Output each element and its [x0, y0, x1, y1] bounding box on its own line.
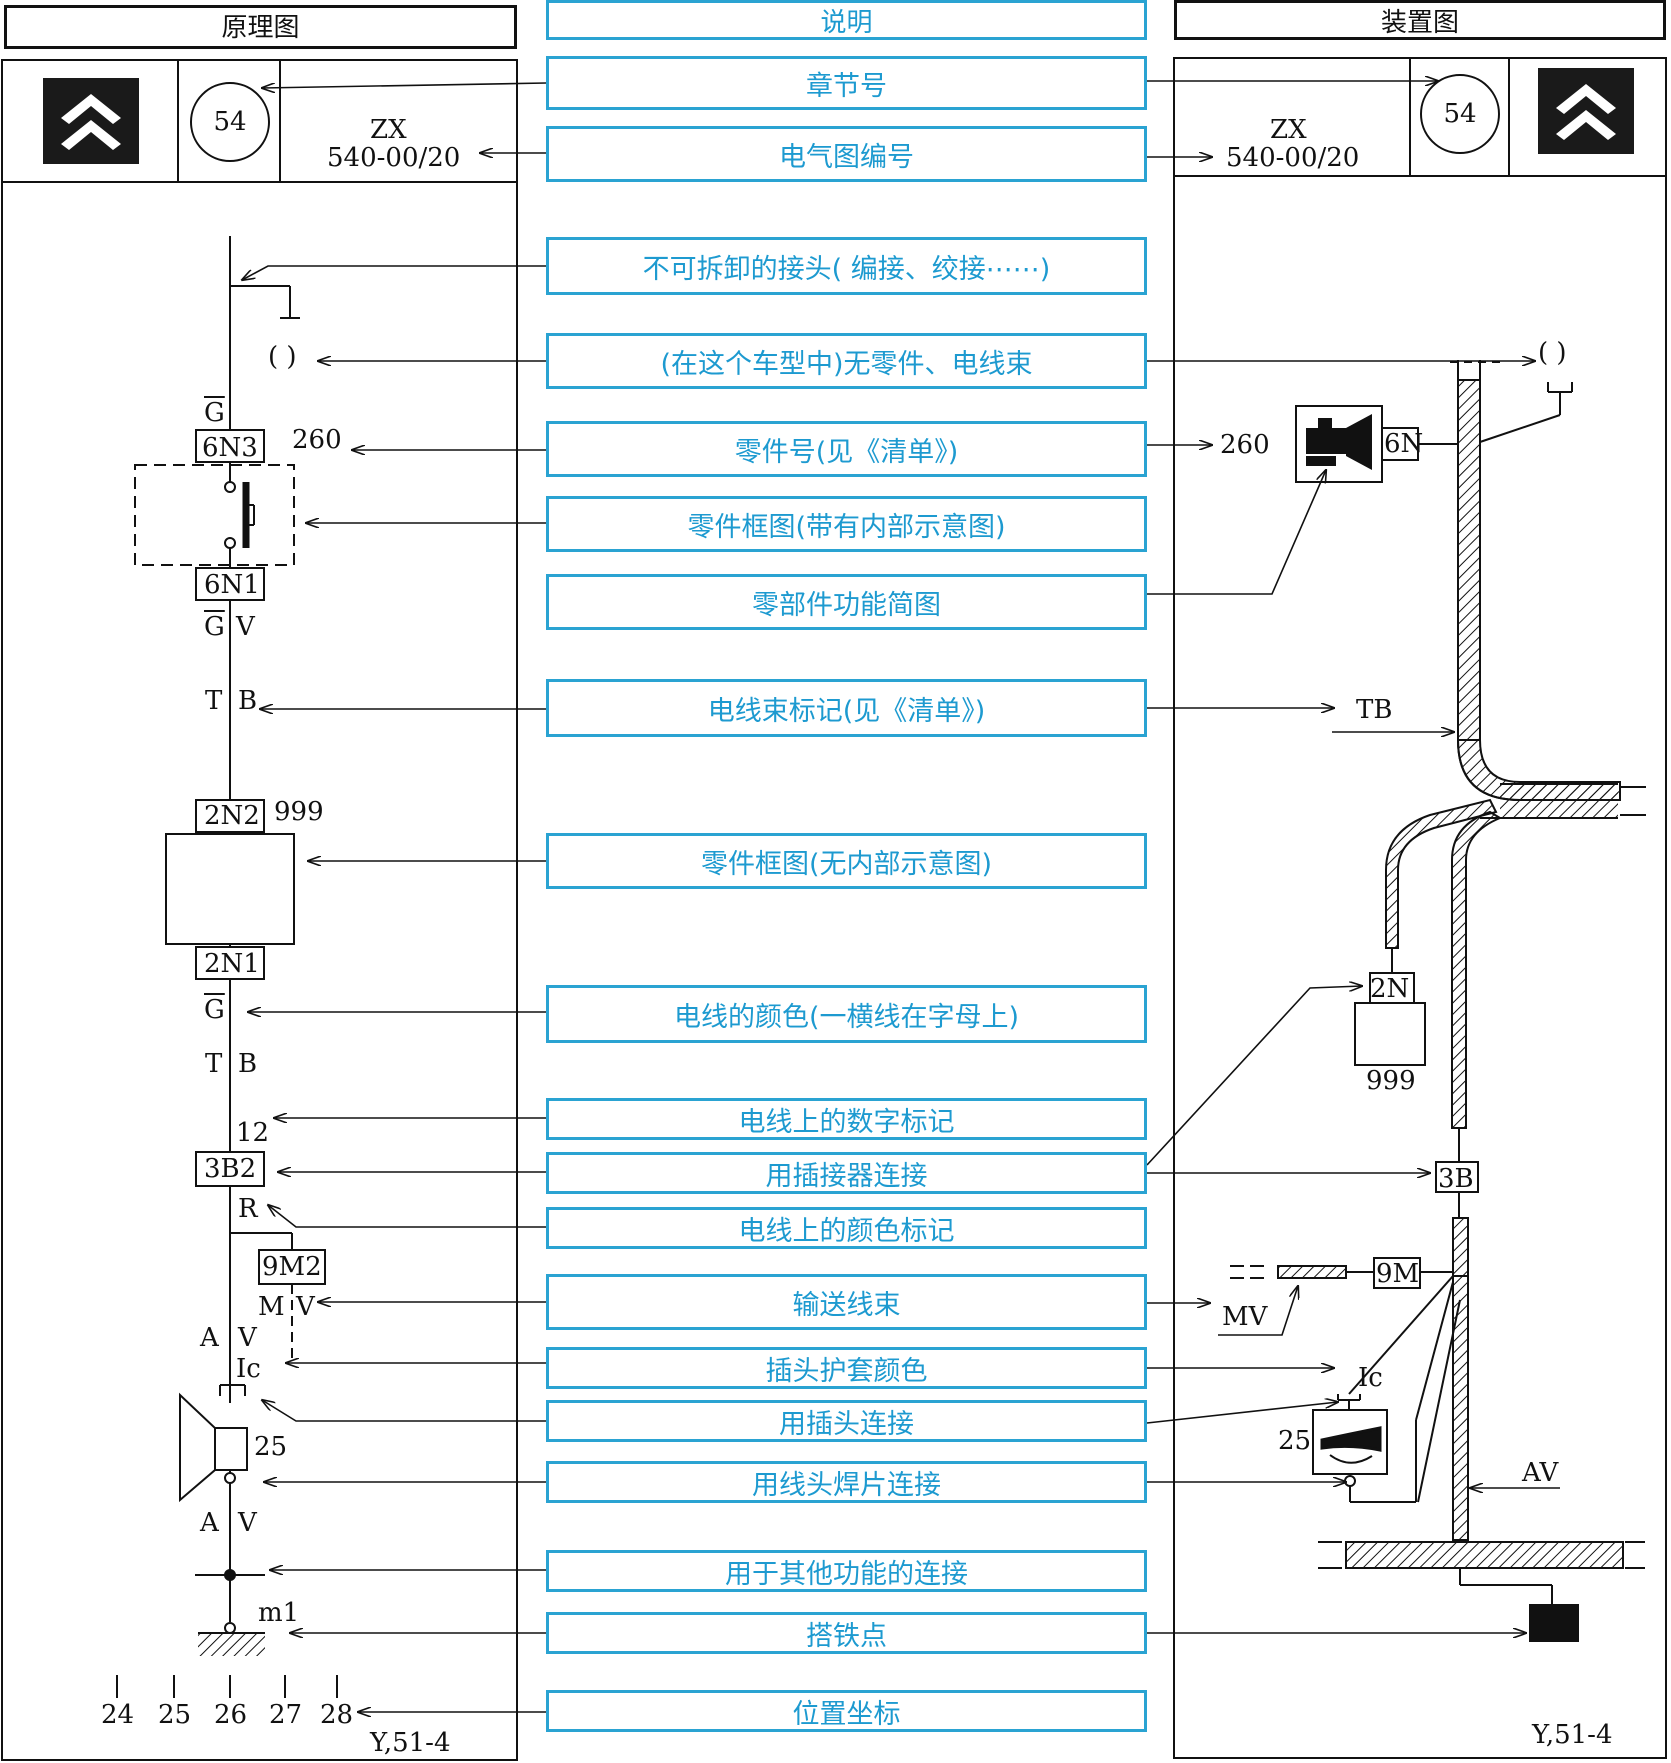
left-schematic	[116, 236, 338, 1698]
connector-6n3: 6N3	[202, 433, 258, 463]
chevron-logo-icon	[61, 94, 121, 150]
callout-other-function: 用于其他功能的连接	[546, 1550, 1147, 1592]
chapter-number-left: 54	[190, 82, 270, 162]
wire-color-mid: G	[204, 995, 225, 1025]
harness-av: AV	[1522, 1458, 1559, 1488]
page-ref-left: Y,51-4	[370, 1728, 451, 1758]
left-panel-frame	[1, 59, 518, 1761]
callout-drawing-code: 电气图编号	[546, 126, 1147, 182]
optional-part-right: ( )	[1538, 338, 1567, 368]
page-ref-right: Y,51-4	[1532, 1720, 1613, 1750]
wire-color-gv-g: G	[204, 612, 225, 642]
harness-b2: B	[238, 1049, 258, 1079]
coordinate-27: 27	[269, 1700, 303, 1730]
coordinate-25: 25	[158, 1700, 192, 1730]
part-25-left: 25	[254, 1432, 288, 1462]
callout-function-sketch: 零部件功能简图	[546, 574, 1147, 630]
connector-3b2: 3B2	[204, 1154, 257, 1184]
coordinate-24: 24	[101, 1700, 135, 1730]
callout-permanent-joint: 不可拆卸的接头( 编接、绞接⋯⋯)	[546, 237, 1147, 295]
harness-mv: MV	[1222, 1302, 1268, 1332]
wire-a: A	[200, 1323, 219, 1353]
header-left: 原理图	[4, 5, 517, 49]
callout-part-box-plain: 零件框图(无内部示意图)	[546, 833, 1147, 889]
callout-wire-color-mark: 电线上的颜色标记	[546, 1207, 1147, 1249]
buzzer-symbol	[1306, 414, 1372, 470]
boot-color-left: Ic	[236, 1354, 261, 1384]
right-harness	[1230, 360, 1646, 1569]
part-999-left: 999	[274, 797, 324, 827]
callout-no-part: (在这个车型中)无零件、电线束	[546, 333, 1147, 389]
callout-part-number: 零件号(见《清单》)	[546, 421, 1147, 477]
connector-3b: 3B	[1438, 1164, 1474, 1194]
part-999-right: 999	[1366, 1066, 1416, 1096]
wire-number-12: 12	[236, 1118, 270, 1148]
connector-2n: 2N	[1370, 974, 1410, 1004]
drawing-code-left-1: ZX	[370, 115, 407, 145]
drawing-code-left-2: 540-00/20	[327, 143, 461, 173]
header-middle: 说明	[546, 0, 1147, 40]
connector-6n1: 6N1	[204, 570, 260, 600]
callout-wire-number: 电线上的数字标记	[546, 1098, 1147, 1140]
drawing-code-right-1: ZX	[1270, 115, 1307, 145]
part-25-right: 25	[1278, 1426, 1312, 1456]
color-mark-r: R	[238, 1194, 258, 1224]
drawing-code-right-2: 540-00/20	[1226, 143, 1360, 173]
connector-9m: 9M	[1376, 1259, 1420, 1289]
callout-lug-connection: 用线头焊片连接	[546, 1461, 1147, 1503]
connector-9m2: 9M2	[262, 1252, 322, 1282]
callout-chapter-number: 章节号	[546, 56, 1147, 110]
connector-2n2: 2N2	[204, 801, 260, 831]
brand-logo-left	[43, 78, 139, 164]
callout-ground-point: 搭铁点	[546, 1612, 1147, 1654]
chevron-logo-icon	[1556, 84, 1616, 140]
right-connectors	[1295, 382, 1579, 1642]
connector-2n1: 2N1	[204, 949, 260, 979]
harness-b: B	[238, 686, 258, 716]
harness-m: M	[258, 1292, 285, 1322]
callout-wire-color: 电线的颜色(一横线在字母上)	[546, 985, 1147, 1043]
callout-part-box-internal: 零件框图(带有内部示意图)	[546, 496, 1147, 552]
callout-connector: 用插接器连接	[546, 1152, 1147, 1194]
ground-point-m1: m1	[258, 1598, 300, 1628]
brand-logo-right	[1538, 68, 1634, 154]
callout-harness-mark: 电线束标记(见《清单》)	[546, 679, 1147, 737]
right-panel-frame	[1173, 57, 1667, 1759]
callout-transfer-harness: 输送线束	[546, 1274, 1147, 1330]
optional-part-left: ( )	[268, 342, 297, 372]
boot-color-right: Ic	[1358, 1363, 1383, 1393]
wire-a2: A	[200, 1508, 219, 1538]
connector-6n: 6N	[1384, 429, 1424, 459]
coordinate-28: 28	[320, 1700, 354, 1730]
wire-v2: V	[238, 1508, 257, 1538]
horn-symbol	[1320, 1426, 1382, 1464]
chapter-number-right: 54	[1420, 74, 1500, 154]
wire-color-gv-v: V	[236, 612, 255, 642]
coordinate-26: 26	[214, 1700, 248, 1730]
header-right: 装置图	[1174, 0, 1666, 40]
wire-color-top: G	[204, 398, 225, 428]
callout-arrows	[242, 81, 1560, 1712]
harness-v: V	[296, 1292, 315, 1322]
callout-boot-color: 插头护套颜色	[546, 1347, 1147, 1389]
harness-t: T	[205, 686, 223, 716]
part-260-left: 260	[292, 425, 342, 455]
callout-position-coordinate: 位置坐标	[546, 1690, 1147, 1732]
wire-v: V	[238, 1323, 257, 1353]
part-260-right: 260	[1220, 430, 1270, 460]
harness-t2: T	[205, 1049, 223, 1079]
harness-tb: TB	[1356, 695, 1393, 725]
callout-plug-connection: 用插头连接	[546, 1400, 1147, 1442]
